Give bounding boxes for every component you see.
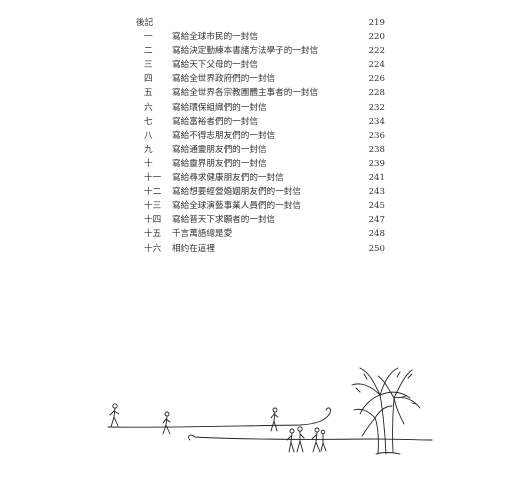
toc-page-number: 226 [368,74,385,85]
toc-chapter-title: 寫給環保組織們的一封信 [172,102,267,113]
toc-chapter-title: 寫給全世界政府們的一封信 [172,74,276,85]
palm-trees [351,367,421,455]
toc-chapter-number: 十二 [144,187,162,198]
toc-row[interactable]: 十四寫給普天下求願者的一封信 247 [133,213,385,227]
toc-chapter-title: 寫給全球演藝事業人員們的一封信 [172,201,301,212]
toc-chapter-number: 八 [144,130,153,141]
toc-row[interactable]: 十二寫給想要經營婚姻朋友們的一封信 243 [133,185,385,199]
toc-page-number: 247 [368,215,385,226]
toc-afterword-row[interactable]: 後記 219 [133,16,385,30]
upper-ground-line [107,407,331,428]
toc-chapter-title: 寫給想要經營婚姻朋友們的一封信 [172,187,301,198]
toc-row[interactable]: 十一寫給尋求健康朋友們的一封信 241 [133,171,385,185]
toc-page-number: 232 [368,102,385,113]
toc-row[interactable]: 七 寫給富裕者們的一封信 234 [133,115,385,129]
walking-figure-middle [162,411,171,435]
toc-page-number: 243 [368,187,385,198]
toc-page-number: 238 [368,144,385,155]
toc-page-number: 234 [368,116,385,127]
toc-chapter-number: 六 [144,102,153,113]
walking-figure-right [270,407,279,432]
toc-chapter-title: 寫給不得志朋友們的一封信 [172,130,276,141]
toc-chapter-number: 二 [144,46,153,57]
toc-row[interactable]: 十五千言萬語總是愛 248 [133,227,385,241]
toc-afterword-title: 後記 [136,18,154,28]
toc-chapter-title: 寫給靈界朋友們的一封信 [172,158,267,169]
toc-row[interactable]: 五 寫給全世界各宗教團體主事者的一封信 228 [133,86,385,100]
toc-chapter-title: 寫給通靈朋友們的一封信 [172,144,267,155]
toc-row[interactable]: 九 寫給通靈朋友們的一封信 238 [133,143,385,157]
toc-row[interactable]: 一 寫給全球市民的一封信 220 [133,30,385,44]
toc-page-number: 220 [368,32,385,43]
toc-chapter-title: 寫給全球市民的一封信 [172,32,258,43]
toc-chapter-number: 九 [144,144,153,155]
table-of-contents: 後記 219 一 寫給全球市民的一封信 220 二 寫給決定勤練本書諸方法學子的一封信 2… [133,16,385,256]
toc-chapter-number: 十五 [144,229,162,240]
toc-chapter-number: 五 [144,88,153,99]
toc-page-number: 224 [368,60,385,71]
toc-page-number: 250 [368,243,385,254]
group-of-figures [286,426,327,453]
toc-chapter-title: 寫給全世界各宗教團體主事者的一封信 [172,88,319,99]
toc-chapter-title: 相约在這裡 [172,243,215,254]
toc-page-number: 222 [368,46,385,57]
toc-chapter-number: 三 [144,60,153,71]
toc-chapter-title: 寫給天下父母的一封信 [172,60,258,71]
toc-chapter-number: 十一 [144,173,162,184]
toc-page-number: 241 [368,173,385,184]
toc-row[interactable]: 十 寫給靈界朋友們的一封信 239 [133,157,385,171]
toc-chapter-number: 四 [144,74,153,85]
toc-chapter-number: 七 [144,116,153,127]
toc-chapter-number: 十三 [144,201,162,212]
toc-page-number: 245 [368,201,385,212]
toc-row[interactable]: 十三寫給全球演藝事業人員們的一封信 245 [133,199,385,213]
toc-chapter-title: 千言萬語總是愛 [172,229,233,240]
toc-row[interactable]: 六 寫給環保組織們的一封信 232 [133,101,385,115]
toc-page-number: 239 [368,158,385,169]
toc-entries: 一 寫給全球市民的一封信 220 二 寫給決定勤練本書諸方法學子的一封信 222 三 寫給天下… [133,30,385,256]
toc-row[interactable]: 四 寫給全世界政府們的一封信 226 [133,72,385,86]
toc-chapter-title: 寫給尋求健康朋友們的一封信 [172,173,284,184]
toc-chapter-number: 十 [144,158,153,169]
toc-row[interactable]: 二 寫給決定勤練本書諸方法學子的一封信 222 [133,44,385,58]
toc-chapter-title: 寫給普天下求願者的一封信 [172,215,276,226]
toc-row[interactable]: 十六相约在這裡 250 [133,242,385,256]
toc-chapter-number: 十四 [144,215,162,226]
toc-row[interactable]: 八 寫給不得志朋友們的一封信 236 [133,129,385,143]
lower-ground-line [188,434,433,441]
toc-page-number: 248 [368,229,385,240]
toc-chapter-title: 寫給決定勤練本書諸方法學子的一封信 [172,46,319,57]
toc-page-number: 236 [368,130,385,141]
toc-chapter-title: 寫給富裕者們的一封信 [172,116,258,127]
walking-figure-left [109,403,120,428]
toc-chapter-number: 十六 [144,243,162,254]
toc-page-number: 228 [368,88,385,99]
toc-afterword-page: 219 [368,18,385,28]
toc-row[interactable]: 三 寫給天下父母的一封信 224 [133,58,385,72]
toc-chapter-number: 一 [144,32,153,43]
